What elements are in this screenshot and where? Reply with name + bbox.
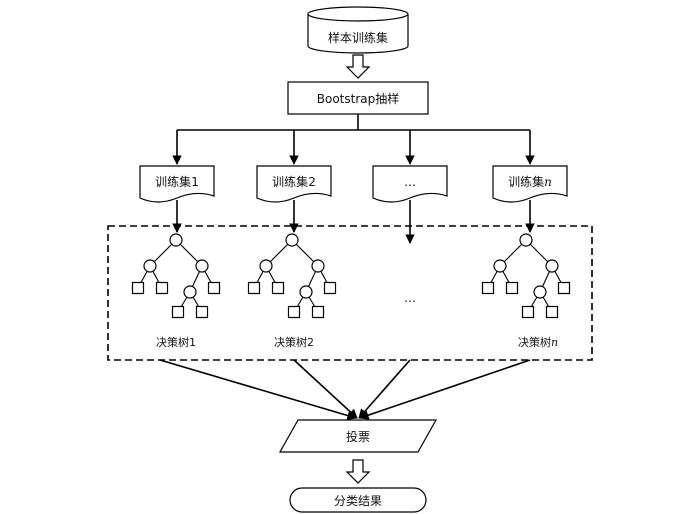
tree-n-prefix: 决策树 xyxy=(518,335,551,349)
svg-text:训练集1: 训练集1 xyxy=(155,174,199,189)
sample-training-set-label: 样本训练集 xyxy=(328,30,388,45)
sample-training-set-cylinder: 样本训练集 xyxy=(307,6,409,54)
tree-leaf xyxy=(481,281,495,295)
tree-leaf xyxy=(271,281,285,295)
tree-leaf xyxy=(505,281,519,295)
subset-2-prefix: 训练集 xyxy=(272,174,308,189)
tree-leaf xyxy=(557,281,571,295)
decision-tree-2-icon xyxy=(247,233,337,319)
tree-node xyxy=(169,233,183,247)
subset-2-suffix: 2 xyxy=(308,175,316,189)
distribution-connectors xyxy=(172,114,535,165)
tree-node xyxy=(299,285,313,299)
tree-leaf xyxy=(521,305,535,319)
tree-node xyxy=(143,259,157,273)
tree-1-prefix: 决策树 xyxy=(156,335,189,349)
subset-ellipsis-text: … xyxy=(404,175,416,189)
tree-n-suffix: n xyxy=(551,336,558,349)
training-subset-2: 训练集2 xyxy=(256,165,332,203)
decision-tree-n-label: 决策树n xyxy=(518,335,558,349)
tree-node xyxy=(533,285,547,299)
bootstrap-sampling-box: Bootstrap抽样 xyxy=(287,81,429,115)
tree-node xyxy=(519,233,533,247)
tree-2-prefix: 决策树 xyxy=(274,335,307,349)
tree-1-suffix: 1 xyxy=(189,336,196,349)
tree-leaf xyxy=(247,281,261,295)
tree-node xyxy=(311,259,325,273)
subset-n-prefix: 训练集 xyxy=(508,174,544,189)
tree-leaf xyxy=(287,305,301,319)
tree-node xyxy=(195,259,209,273)
classification-result-terminal: 分类结果 xyxy=(289,487,427,513)
tree-2-suffix: 2 xyxy=(307,336,314,349)
tree-to-vote-arrows xyxy=(159,359,531,421)
tree-leaf xyxy=(131,281,145,295)
tree-node xyxy=(545,259,559,273)
tree-leaf xyxy=(155,281,169,295)
tree-node xyxy=(493,259,507,273)
tree-node xyxy=(259,259,273,273)
tree-node xyxy=(285,233,299,247)
hollow-arrow-bottom xyxy=(345,459,371,484)
decision-tree-n-icon xyxy=(481,233,571,319)
decision-tree-1-icon xyxy=(131,233,221,319)
tree-leaf xyxy=(545,305,559,319)
training-subset-n: 训练集n xyxy=(492,165,568,203)
vote-label: 投票 xyxy=(346,429,370,444)
hollow-arrow-top xyxy=(345,54,371,79)
tree-leaf xyxy=(323,281,337,295)
classification-result-label: 分类结果 xyxy=(334,494,382,508)
svg-text:训练集n: 训练集n xyxy=(508,174,552,189)
decision-forest-dashed-box xyxy=(107,225,593,361)
decision-tree-1-label: 决策树1 xyxy=(156,335,196,349)
subset-to-tree-arrows xyxy=(172,200,535,244)
training-subset-ellipsis: … xyxy=(372,165,448,203)
subset-1-prefix: 训练集 xyxy=(155,174,191,189)
svg-text:训练集2: 训练集2 xyxy=(272,174,316,189)
training-subset-1: 训练集1 xyxy=(139,165,215,203)
vote-parallelogram: 投票 xyxy=(278,419,438,453)
tree-leaf xyxy=(171,305,185,319)
tree-leaf xyxy=(311,305,325,319)
bootstrap-sampling-label: Bootstrap抽样 xyxy=(317,91,399,106)
decision-tree-2-label: 决策树2 xyxy=(274,335,314,349)
tree-node xyxy=(183,285,197,299)
subset-1-suffix: 1 xyxy=(191,175,199,189)
tree-leaf xyxy=(195,305,209,319)
forest-middle-ellipsis: … xyxy=(404,291,416,305)
subset-n-suffix: n xyxy=(544,175,552,189)
tree-leaf xyxy=(207,281,221,295)
